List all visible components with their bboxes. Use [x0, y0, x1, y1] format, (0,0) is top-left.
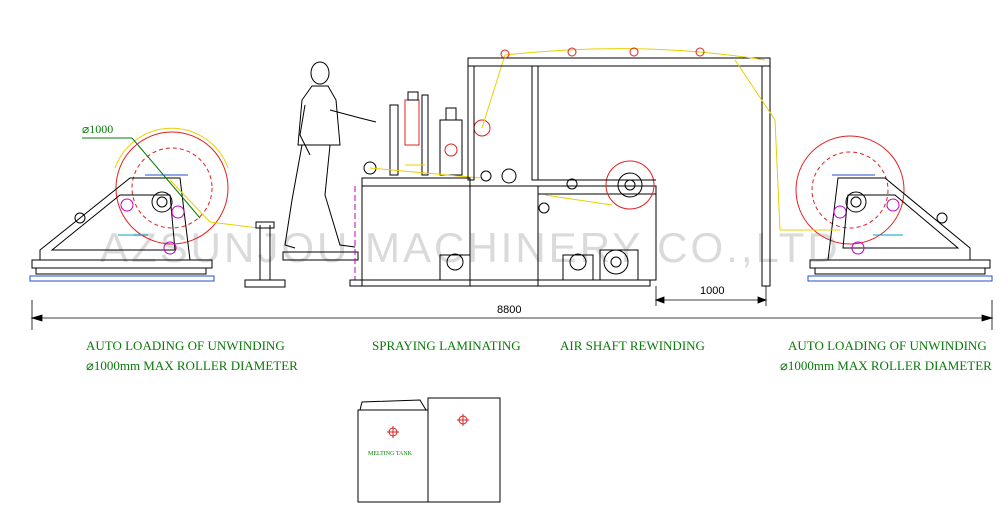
left-diameter-label: ⌀1000	[82, 122, 113, 136]
left-unwind-label-1: AUTO LOADING OF UNWINDING	[86, 338, 285, 353]
melting-tank-label: MELTING TANK	[368, 451, 413, 457]
spray-table-top	[361, 177, 471, 187]
left-shaft-main	[151, 191, 173, 213]
motor-left	[439, 254, 471, 281]
rewind-table-top	[537, 185, 657, 195]
right-roller-outer	[795, 135, 905, 245]
left-hook	[74, 212, 86, 224]
left-shaft-core	[156, 196, 168, 208]
spray-tower-left	[389, 104, 399, 176]
melting-tank	[357, 397, 501, 503]
overhead-post-left	[467, 65, 475, 181]
right-base-track	[807, 275, 993, 282]
operator-platform	[244, 221, 359, 288]
dimension-rewind-offset	[654, 286, 768, 306]
left-base-track	[29, 275, 215, 282]
right-unwind-label-1: AUTO LOADING OF UNWINDING	[788, 338, 987, 353]
spray-head	[404, 99, 420, 146]
right-shaft-main	[845, 191, 867, 213]
rewinding-label: AIR SHAFT REWINDING	[560, 338, 705, 353]
left-roller-mid	[131, 147, 213, 229]
overhead-post-mid	[531, 65, 539, 181]
spray-tower-right	[421, 94, 429, 176]
spraying-unit	[349, 54, 651, 287]
left-unwind-label-2: ⌀1000mm MAX ROLLER DIAMETER	[86, 358, 298, 373]
rewinding-unit	[467, 47, 781, 287]
overall-length-label: 8800	[497, 304, 521, 316]
dimension-overall	[30, 300, 994, 330]
watermark: AZSUNJOU MACHINERY CO.,LTD	[100, 224, 841, 271]
right-unwind-label-2: ⌀1000mm MAX ROLLER DIAMETER	[780, 358, 992, 373]
left-roller-outer	[115, 131, 229, 245]
left-diameter-callout: ⌀1000	[82, 122, 201, 219]
operator-figure	[284, 61, 377, 249]
step-platform	[244, 279, 286, 288]
left-base-rail	[35, 267, 207, 275]
right-frame-inner	[842, 194, 960, 249]
left-idler-1	[120, 198, 134, 212]
left-roller-web	[114, 127, 229, 169]
spraying-label: SPRAYING LAMINATING	[372, 338, 521, 353]
upper-platform	[282, 251, 359, 261]
rewind-offset-label: 1000	[700, 285, 724, 297]
overhead-beam	[467, 57, 771, 67]
rewind-cabinet	[537, 193, 657, 281]
left-unwinder	[29, 127, 259, 282]
right-unwinder	[780, 135, 993, 282]
main-base	[349, 279, 651, 287]
melting-tank-right-box	[427, 397, 501, 503]
left-idler-3	[163, 241, 177, 255]
spray-column	[439, 119, 463, 176]
left-frame-inner	[50, 194, 176, 251]
right-roller-mid	[811, 151, 889, 229]
rewind-roller	[605, 160, 655, 210]
left-idler-2	[171, 205, 185, 219]
